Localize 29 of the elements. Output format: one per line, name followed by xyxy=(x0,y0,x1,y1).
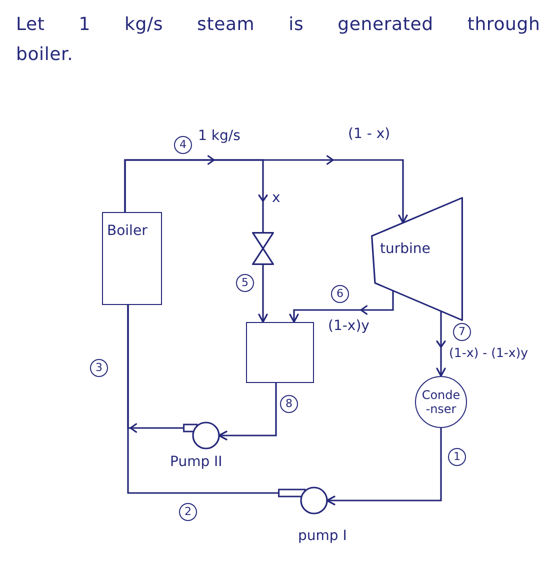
state-number: 7 xyxy=(453,323,471,341)
flow-arrow xyxy=(289,290,394,323)
flow-arrow xyxy=(326,428,442,506)
heading-text: Let 1 kg/s steam is generated through boiler. xyxy=(16,13,542,67)
edge-label: (1-x)y xyxy=(328,318,370,335)
boiler-box xyxy=(102,212,162,305)
node-label: turbine xyxy=(380,241,430,258)
state-number: 6 xyxy=(331,285,349,303)
turbine-trapezoid xyxy=(371,197,463,321)
pump-label: Pump II xyxy=(170,454,222,471)
flow-arrow xyxy=(258,265,268,323)
state-number: 5 xyxy=(236,274,254,292)
state-number: 1 xyxy=(448,448,466,466)
node-label: Conde -nser xyxy=(420,388,462,416)
state-number: 2 xyxy=(179,503,197,521)
pump-label: pump I xyxy=(298,528,347,545)
flow-arrow xyxy=(436,311,446,377)
state-number: 4 xyxy=(174,136,192,154)
node-label: Boiler xyxy=(107,223,148,240)
process-box xyxy=(246,322,314,383)
state-number: 8 xyxy=(280,395,298,413)
flow-rate-label: 1 kg/s xyxy=(198,128,240,145)
edge-label: (1 - x) xyxy=(348,126,390,143)
condenser-circle xyxy=(415,376,467,428)
pump-symbol xyxy=(278,486,328,515)
state-number: 3 xyxy=(90,359,108,377)
valve-symbol xyxy=(252,232,274,265)
pump-symbol xyxy=(183,421,220,450)
flow-arrow xyxy=(218,383,277,440)
